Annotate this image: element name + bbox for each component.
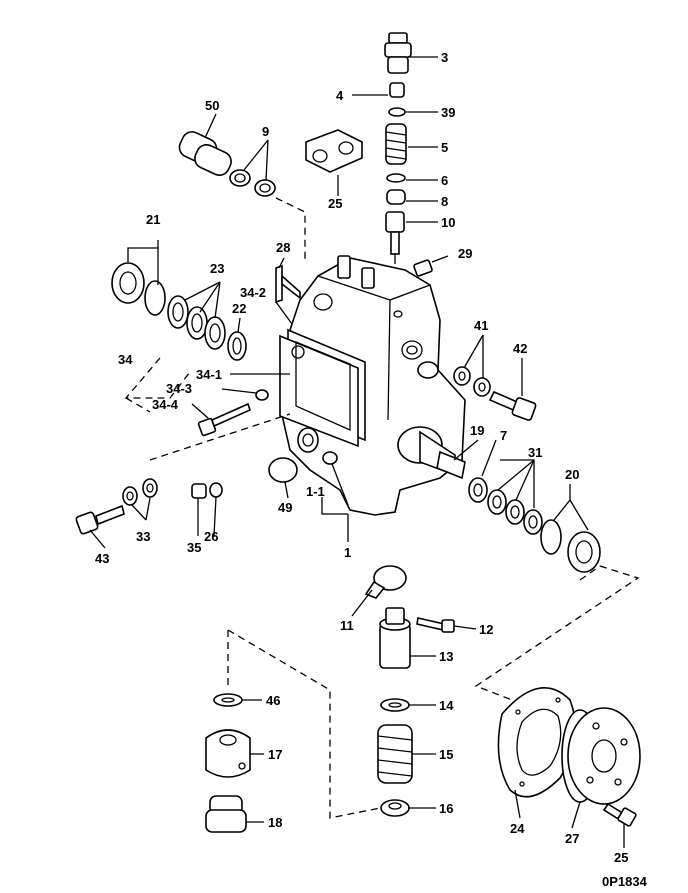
callout-15: 15 — [439, 747, 453, 762]
plate-24-part — [497, 687, 577, 798]
callout-12: 12 — [479, 622, 493, 637]
block-17-part — [205, 729, 251, 778]
washer-33-parts — [122, 478, 158, 506]
plug-50-part — [178, 131, 232, 176]
washer-41-parts — [453, 366, 491, 397]
spring-15-part — [377, 724, 413, 784]
cover-34-1-part — [279, 328, 366, 448]
callout-21: 21 — [146, 212, 160, 227]
fitting-part — [417, 361, 439, 379]
bolt-29-part — [413, 259, 433, 277]
callout-41: 41 — [474, 318, 488, 333]
callout-34-2: 34-2 — [240, 285, 266, 300]
washer-46-part — [213, 693, 243, 707]
callout-23: 23 — [210, 261, 224, 276]
gear-20-part — [540, 519, 601, 573]
callout-1: 1 — [344, 545, 351, 560]
callout-6: 6 — [441, 173, 448, 188]
delivery-valve-holder-part — [384, 32, 412, 74]
callout-1-1: 1-1 — [306, 484, 325, 499]
washer-6-part — [386, 173, 406, 183]
bolt-25-part — [602, 802, 637, 827]
pump-housing-1-part — [281, 255, 466, 516]
callout-42: 42 — [513, 341, 527, 356]
callout-34-1: 34-1 — [196, 367, 222, 382]
callout-39: 39 — [441, 105, 455, 120]
part-1-1-part — [322, 451, 338, 465]
callout-17: 17 — [268, 747, 282, 762]
leader-lines — [89, 56, 625, 848]
callout-3: 3 — [441, 50, 448, 65]
callout-7: 7 — [500, 428, 507, 443]
callout-14: 14 — [439, 698, 454, 713]
shim-31-parts — [487, 489, 543, 535]
callout-24: 24 — [510, 821, 525, 836]
callout-34: 34 — [118, 352, 133, 367]
shaft-19-part — [436, 450, 466, 480]
spring-seat-14-part — [380, 698, 410, 712]
assembly-guide-lines — [124, 197, 640, 819]
gear-21-part — [111, 262, 166, 316]
callout-20: 20 — [565, 467, 579, 482]
callout-5: 5 — [441, 140, 448, 155]
gasket-9-part — [229, 169, 276, 197]
callout-34-4: 34-4 — [152, 397, 179, 412]
bolt-42-part — [488, 390, 537, 421]
gasket-34-3-part — [255, 389, 269, 401]
callout-43: 43 — [95, 551, 109, 566]
shim-23-parts — [167, 295, 226, 350]
callout-26: 26 — [204, 529, 218, 544]
o-ring-49-part — [268, 457, 298, 483]
callout-4: 4 — [336, 88, 344, 103]
valve-housing-part — [297, 427, 319, 453]
callout-13: 13 — [439, 649, 453, 664]
callout-33: 33 — [136, 529, 150, 544]
callout-labels: 3 4 39 5 6 8 10 29 50 9 25 21 28 23 34-2… — [95, 50, 628, 865]
o-ring-part — [388, 107, 406, 117]
callout-25-top: 25 — [328, 196, 342, 211]
callout-19: 19 — [470, 423, 484, 438]
callout-28: 28 — [276, 240, 290, 255]
delivery-spring-part — [385, 123, 407, 165]
spring-seat-16-part — [380, 799, 410, 817]
callout-46: 46 — [266, 693, 280, 708]
callout-9: 9 — [262, 124, 269, 139]
stopper-part — [389, 82, 405, 98]
nut-35-part — [191, 483, 207, 499]
clamp-11-part — [364, 565, 407, 599]
shim-7-part — [468, 477, 488, 503]
bracket-28-part — [275, 264, 301, 304]
callout-18: 18 — [268, 815, 282, 830]
tappet-13-part — [379, 607, 411, 669]
callout-8: 8 — [441, 194, 448, 209]
washer-26-part — [209, 482, 223, 498]
callout-29: 29 — [458, 246, 472, 261]
callout-50: 50 — [205, 98, 219, 113]
valve-seat-10-part — [385, 211, 405, 264]
plug-18-part — [205, 795, 247, 833]
callout-22: 22 — [232, 301, 246, 316]
callout-16: 16 — [439, 801, 453, 816]
bolt-34-4-part — [197, 402, 251, 437]
callout-25-bottom: 25 — [614, 850, 628, 865]
callout-27: 27 — [565, 831, 579, 846]
callout-11: 11 — [340, 618, 354, 633]
shim-22-part — [227, 331, 247, 361]
drawing-code: 0P1834 — [602, 874, 648, 889]
screw-12-part — [416, 617, 455, 633]
valve-8-part — [386, 189, 406, 205]
callout-10: 10 — [441, 215, 455, 230]
callout-34-3: 34-3 — [166, 381, 192, 396]
clamp-25-part — [305, 129, 363, 173]
flange-27-part — [561, 707, 641, 805]
callout-35: 35 — [187, 540, 201, 555]
callout-49: 49 — [278, 500, 292, 515]
callout-31: 31 — [528, 445, 542, 460]
bolt-43-part — [75, 504, 125, 535]
